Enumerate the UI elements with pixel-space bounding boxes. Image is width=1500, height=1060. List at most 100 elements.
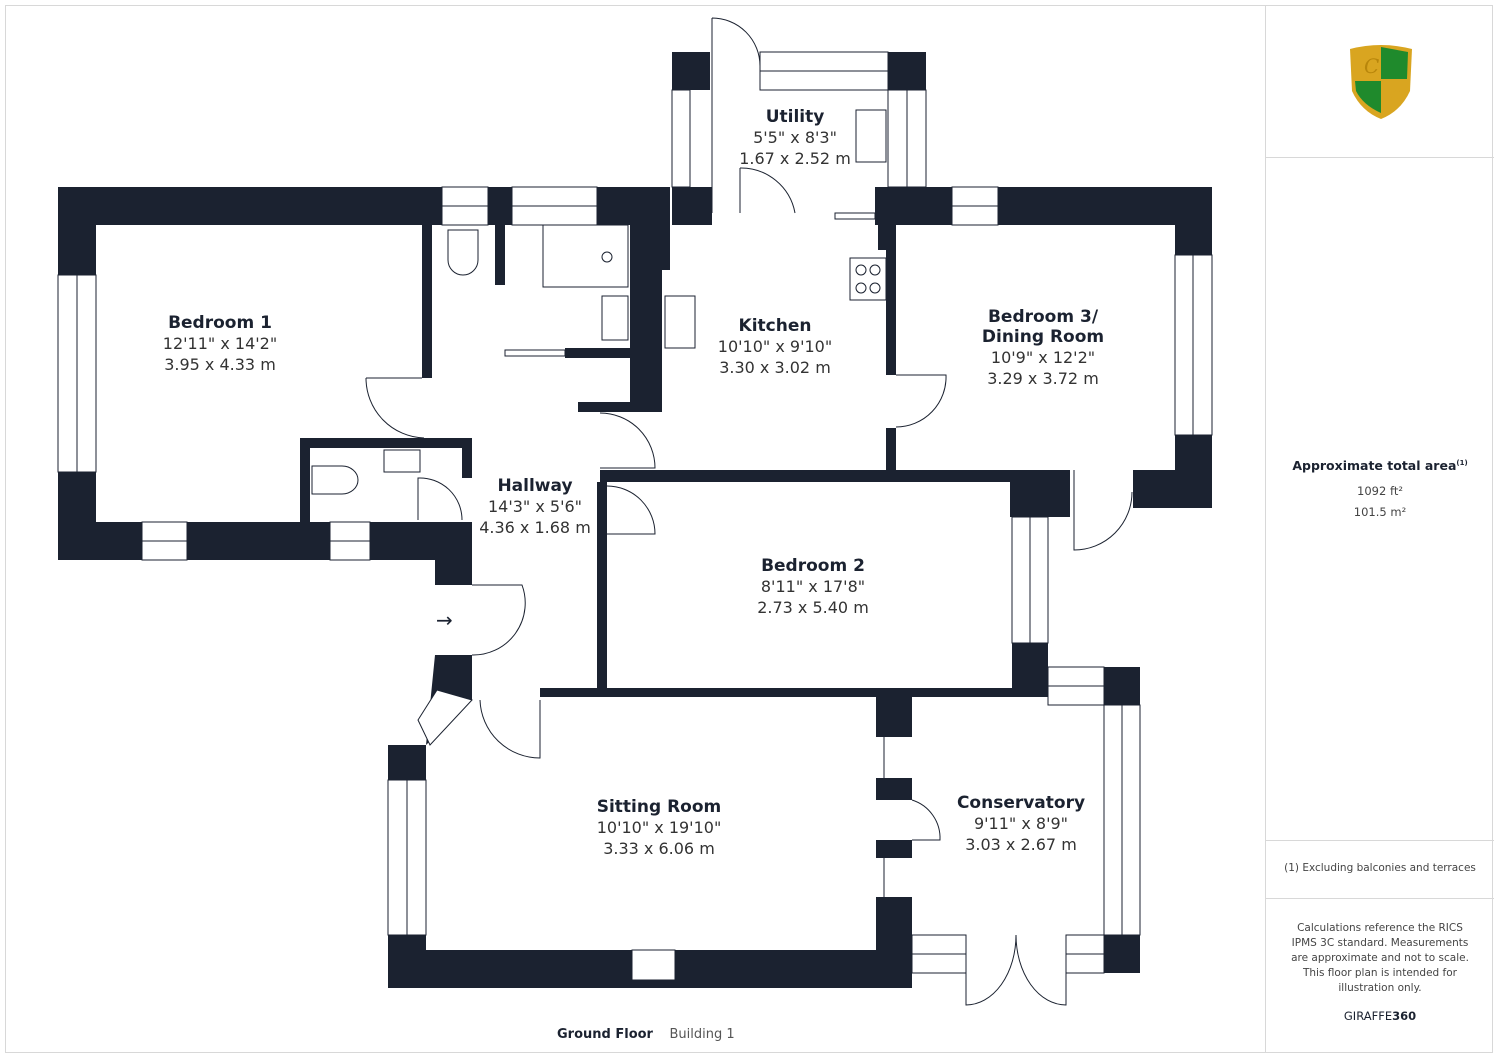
wall	[540, 688, 1048, 697]
room-dimensions-imperial: 9'11" x 8'9"	[973, 814, 1069, 833]
wall	[886, 428, 896, 470]
floor-plan: →	[57, 17, 1213, 1006]
room-dimensions-imperial: 8'11" x 17'8"	[760, 577, 866, 596]
room-dimensions-imperial: 14'3" x 5'6"	[487, 497, 583, 516]
room-conservatory: Conservatory 9'11" x 8'9" 3.03 x 2.67 m	[957, 793, 1085, 855]
wall	[1175, 225, 1212, 255]
room-dimensions-metric: 3.30 x 3.02 m	[719, 358, 831, 377]
sidebar: C G Approximate total area(1) 1092 ft² 1…	[1265, 5, 1494, 1053]
room-name: Bedroom 3/	[987, 307, 1099, 327]
wall	[876, 840, 912, 858]
room-dimensions-imperial: 10'10" x 9'10"	[717, 337, 833, 356]
sink	[664, 295, 696, 349]
wall	[630, 225, 662, 412]
company-logo: C G	[1350, 45, 1412, 119]
toilet	[311, 465, 359, 495]
wall	[886, 225, 896, 375]
room-dimensions-metric: 3.33 x 6.06 m	[603, 839, 715, 858]
room-name: Utility	[765, 107, 825, 127]
wall	[875, 187, 1212, 225]
area-title-text: Approximate total area	[1292, 458, 1457, 473]
room-dimensions-metric: 3.95 x 4.33 m	[164, 355, 276, 374]
wall	[888, 52, 926, 90]
wall	[422, 225, 432, 378]
svg-text:G: G	[1388, 86, 1404, 110]
wall	[672, 52, 710, 90]
wall	[1133, 470, 1212, 508]
basin	[601, 295, 629, 341]
sink	[855, 109, 887, 163]
window	[671, 89, 691, 188]
wall	[58, 187, 442, 225]
room-utility: Utility 5'5" x 8'3" 1.67 x 2.52 m	[739, 107, 851, 169]
wall	[435, 560, 472, 585]
utility-door	[711, 17, 761, 213]
room-bedroom-3: Bedroom 3/ Dining Room 10'9" x 12'2" 3.2…	[982, 307, 1104, 389]
wall	[370, 522, 472, 560]
toilet	[447, 229, 479, 276]
wall	[462, 448, 472, 478]
area-title: Approximate total area(1)	[1266, 458, 1494, 473]
area-square-meters: 101.5 m²	[1353, 505, 1407, 519]
footnote-mark: (1)	[1456, 458, 1468, 467]
room-dimensions-metric: 3.03 x 2.67 m	[965, 835, 1077, 854]
fireplace	[631, 949, 676, 981]
wall	[662, 187, 670, 270]
room-dimensions-imperial: 5'5" x 8'3"	[753, 128, 837, 147]
room-name: Sitting Room	[596, 797, 722, 817]
room-dimensions-imperial: 12'11" x 14'2"	[162, 334, 278, 353]
room-dimensions-imperial: 10'10" x 19'10"	[596, 818, 722, 837]
wall	[1010, 470, 1070, 517]
brand-number: 360	[1392, 1009, 1417, 1023]
room-hallway: Hallway 14'3" x 5'6" 4.36 x 1.68 m	[479, 476, 591, 538]
room-dimensions-metric: 3.29 x 3.72 m	[987, 369, 1099, 388]
basin	[383, 449, 421, 473]
room-dimensions-metric: 4.36 x 1.68 m	[479, 518, 591, 537]
room-name: Bedroom 1	[168, 313, 272, 333]
room-dimensions-metric: 2.73 x 5.40 m	[757, 598, 869, 617]
hob	[849, 257, 887, 301]
floor-label: Ground Floor Building 1	[557, 1027, 735, 1042]
wall	[565, 348, 630, 358]
room-bedroom-2: Bedroom 2 8'11" x 17'8" 2.73 x 5.40 m	[757, 556, 869, 618]
wall	[58, 522, 142, 560]
floor-name: Ground Floor	[557, 1027, 653, 1042]
wall	[578, 402, 662, 412]
brand-name: GIRAFFE	[1343, 1009, 1393, 1023]
svg-text:C: C	[1364, 54, 1379, 78]
room-dimensions-metric: 1.67 x 2.52 m	[739, 149, 851, 168]
entrance-arrow-icon: →	[436, 608, 453, 632]
wall	[672, 187, 712, 225]
room-sitting-room: Sitting Room 10'10" x 19'10" 3.33 x 6.06…	[597, 797, 722, 859]
room-name: Kitchen	[738, 316, 812, 336]
wall	[300, 438, 472, 448]
footnote: (1) Excluding balconies and terraces	[1284, 862, 1476, 874]
room-dimensions-imperial: 10'9" x 12'2"	[990, 348, 1096, 367]
disclaimer: Calculations reference the RICS IPMS 3C …	[1291, 922, 1469, 994]
area-square-feet: 1092 ft²	[1357, 484, 1403, 498]
page-frame	[5, 5, 1493, 1053]
wall	[187, 522, 330, 560]
wall	[58, 187, 96, 275]
room-name: Conservatory	[956, 793, 1086, 813]
room-bedroom-1: Bedroom 1 12'11" x 14'2" 3.95 x 4.33 m	[163, 313, 277, 375]
wall	[1104, 935, 1140, 973]
building-name: Building 1	[669, 1027, 735, 1042]
room-name-line-2: Dining Room	[981, 327, 1105, 347]
room-kitchen: Kitchen 10'10" x 9'10" 3.30 x 3.02 m	[718, 316, 832, 378]
room-name: Bedroom 2	[761, 556, 865, 576]
room-name: Hallway	[497, 476, 573, 496]
wall	[597, 187, 670, 225]
wall	[300, 448, 310, 522]
wall	[597, 482, 607, 695]
front-door	[471, 584, 526, 656]
wall	[876, 778, 912, 800]
french-doors	[965, 934, 1067, 1006]
bathtub	[542, 224, 629, 288]
wall	[488, 187, 512, 225]
wall	[495, 225, 505, 285]
wall	[600, 470, 1070, 482]
brand-wordmark: GIRAFFE360	[1266, 1009, 1494, 1023]
wall	[876, 697, 912, 737]
wall	[876, 897, 912, 988]
